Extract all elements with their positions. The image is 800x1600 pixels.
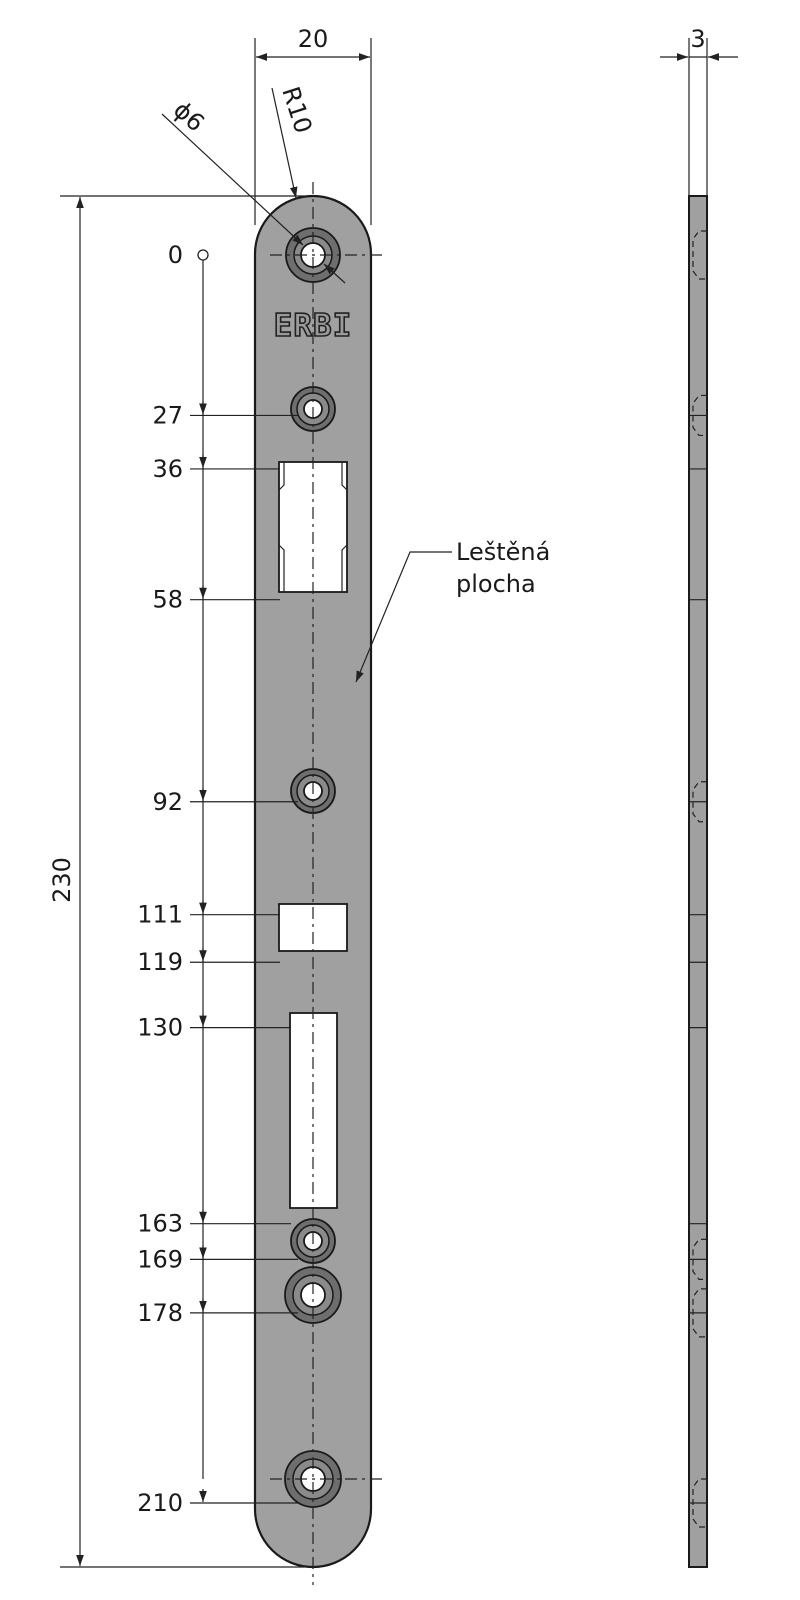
hole-178: [284, 1266, 342, 1324]
station-label-36: 36: [152, 455, 183, 483]
station-label-111: 111: [137, 901, 183, 929]
station-label-130: 130: [137, 1014, 183, 1042]
station-label-0: 0: [168, 241, 183, 269]
note-line1: Leštěná: [456, 538, 550, 566]
station-label-210: 210: [137, 1489, 183, 1517]
width-dim-label: 20: [298, 25, 329, 53]
station-label-119: 119: [137, 948, 183, 976]
station-label-169: 169: [137, 1245, 183, 1273]
hole-diameter-leader: [161, 113, 304, 246]
side-view-body: [688, 195, 708, 1568]
side-countersink-178: [692, 1288, 707, 1338]
side-view: 3: [660, 25, 738, 1568]
note-line2: plocha: [456, 570, 536, 598]
station-label-178: 178: [137, 1299, 183, 1327]
ordinate-origin: [197, 249, 209, 261]
side-countersink-0: [692, 230, 707, 280]
station-label-58: 58: [152, 586, 183, 614]
hole-diameter-label: ϕ6: [168, 96, 210, 138]
station-label-163: 163: [137, 1210, 183, 1238]
dimensions: 20 R10 ϕ6 230 0 27 36 58 92 111 119 130 163 169 17…: [48, 25, 372, 1568]
front-view: ERBI Leštěná plocha: [253, 182, 550, 1585]
side-view-hidden-lines: [689, 230, 707, 1528]
note-leader: [355, 551, 452, 683]
side-countersink-27: [692, 394, 707, 437]
station-dimensions: 0 27 36 58 92 111 119 130 163 169 178 210: [137, 241, 298, 1517]
station-label-92: 92: [152, 788, 183, 816]
radius-leader: [271, 87, 298, 199]
thickness-dim-label: 3: [690, 25, 705, 53]
radius-label: R10: [276, 83, 317, 137]
hole-diameter-leader-end: [323, 263, 346, 284]
station-label-27: 27: [152, 401, 183, 429]
side-countersink-169: [692, 1238, 707, 1280]
length-dim-label: 230: [48, 857, 76, 903]
side-countersink-210: [692, 1478, 707, 1528]
side-countersink-92: [692, 781, 707, 823]
